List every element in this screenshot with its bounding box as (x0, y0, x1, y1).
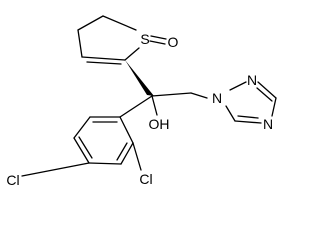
bond-c5-n1 (225, 105, 236, 122)
dichlorophenyl-ring (21, 116, 142, 177)
bond-s-o-b (149, 40, 166, 45)
bond-c-oh (151, 95, 158, 116)
bond-s-c5 (102, 15, 137, 31)
wedge-bond (125, 60, 154, 96)
bond-ar5-ar6 (73, 116, 91, 139)
bond-ar2-ar3-inner (116, 142, 128, 161)
structure-diagram: S O OH N N N Cl Cl (6, 15, 277, 188)
bond-s-o-a (150, 35, 167, 40)
bond-ar4-ar5-inner (78, 136, 93, 159)
triazole-n4-label: N (263, 116, 273, 132)
sulfoxide-oxygen-label: O (168, 34, 179, 50)
bond-ar2-cl (132, 142, 142, 171)
hydroxyl-label: OH (149, 116, 170, 132)
bond-n4-c5 (234, 120, 262, 124)
bond-n2-c3 (257, 81, 277, 99)
triazole-ring (225, 81, 277, 124)
bond-ar4-ar5 (73, 137, 90, 164)
bond-c2-s (124, 47, 140, 61)
bond-c5-c4 (77, 15, 104, 31)
chlorine-para-label: Cl (6, 172, 19, 188)
stereocentre (119, 60, 208, 118)
bond-c-ch2 (151, 92, 192, 97)
molecule-drawing: S O OH N N N Cl Cl (6, 15, 277, 188)
sulfur-label: S (140, 31, 149, 47)
bond-ch2-n1 (190, 92, 208, 99)
triazole-n2-label: N (247, 72, 257, 88)
dihydrothiophene-ring (77, 15, 167, 65)
chlorine-ortho-label: Cl (139, 171, 152, 187)
bond-ar3-ar4 (88, 162, 122, 165)
bond-n2-c3-inner (256, 87, 273, 102)
bond-c3-c2 (81, 56, 126, 61)
bond-c-aryl (119, 95, 153, 118)
bond-c3-n4 (271, 97, 277, 117)
bond-ar2-ar3 (120, 142, 134, 165)
bond-ar4-cl (21, 162, 90, 177)
triazole-n1-label: N (212, 90, 222, 106)
bond-n4-c5-inner (237, 115, 259, 119)
bond-c4-c3 (77, 29, 83, 58)
bond-n1-n2 (229, 81, 247, 91)
bond-c3-c2-inner (86, 61, 122, 65)
bond-ar1-ar2 (119, 116, 134, 144)
